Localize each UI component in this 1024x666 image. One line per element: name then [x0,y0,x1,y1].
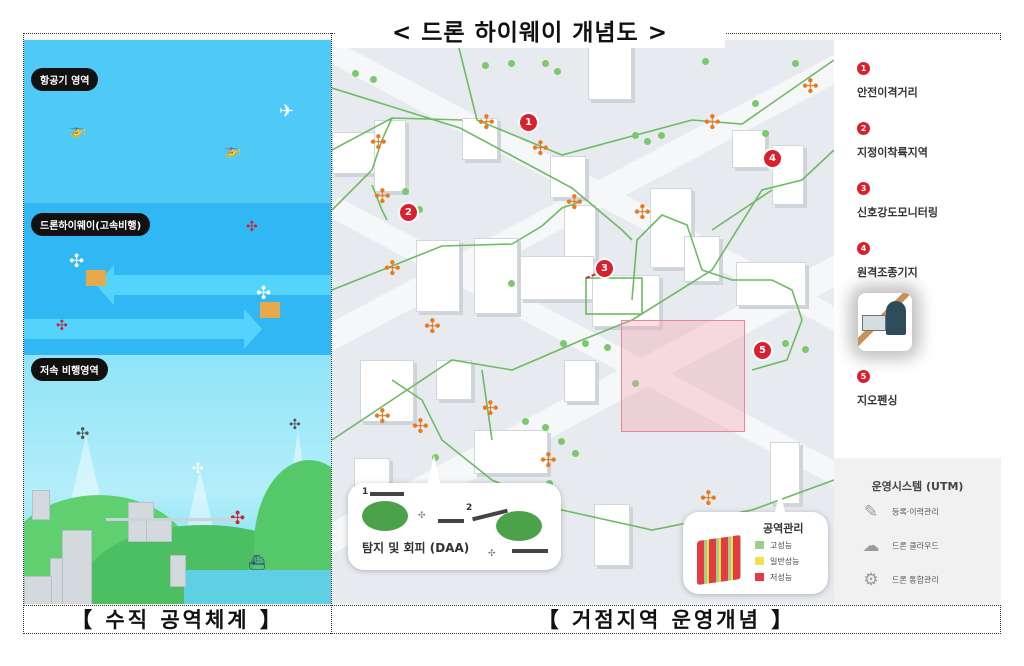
building [474,430,548,474]
drone-icon: ✣ [418,511,426,521]
arrow-icon [370,492,404,496]
legend-normal-performance: 일반성능 [755,556,799,567]
building [474,238,518,314]
building [374,120,406,192]
utm-system-panel: 운영시스템 (UTM) ✎등록·이력관리 ☁드론 클라우드 ⚙드론 통합관리 [834,458,1001,604]
building [32,490,50,520]
drone-icon: ✣ [246,219,258,235]
bridge [106,518,236,521]
building [594,504,630,566]
boat-icon: ⛴ [248,555,266,571]
utm-row-integrated: ⚙드론 통합관리 [858,570,938,590]
drone-icon: ✣ [704,110,721,134]
marker-2: 2 [398,202,419,223]
drone-icon: ✣ [478,110,495,134]
drone-icon: ✣ [370,130,387,154]
zone-label-low-speed: 저속 비행영역 [31,358,108,381]
panel-divider [331,33,332,634]
drone-icon: ✣ [482,396,499,420]
arrow-label-1: 1 [362,487,369,497]
drone-icon: ✣ [532,136,549,160]
drone-icon: ✣ [374,184,391,208]
building [62,530,92,604]
marker-3: 3 [594,258,615,279]
westbound-lane-arrow [96,265,331,305]
drone-icon: ✣ [192,461,204,477]
drone-icon: ✣ [289,417,301,433]
drone-icon: ✣ [76,424,90,443]
diagram-title: < 드론 하이웨이 개념도 > [335,18,725,48]
sensor-beam [70,435,102,505]
left-caption: 【 수직 공역체계 】 [71,608,284,632]
drone-icon: ✣ [424,314,441,338]
legend-high-performance: 고성능 [755,540,792,551]
drone-cloud-icon: ☁ [862,536,880,556]
drone-icon: ✣ [634,200,651,224]
daa-callout: 1 ✣ 2 ✣ 탐지 및 회피 (DAA) [348,455,561,570]
building [732,130,766,168]
building [588,40,632,100]
helicopter-icon: 🚁 [69,123,87,139]
callout-pointer [775,490,785,512]
drone-icon: ✣ [488,549,496,559]
remote-pilot-illustration [858,293,912,351]
building [564,360,596,402]
utm-row-cloud: ☁드론 클라우드 [858,536,939,556]
drone-zone-oval [496,511,542,541]
arrow-icon [438,519,464,523]
building [170,555,186,587]
drone-icon: ✣ [374,404,391,428]
drone-icon: ✣ [230,508,246,529]
airplane-icon: ✈ [279,101,295,122]
geofence-zone [621,320,745,432]
marker-4: 4 [762,148,783,169]
drone-icon: ✣ [56,318,68,334]
drone-icon: ✣ [412,414,429,438]
helicopter-icon: 🚁 [224,143,242,159]
right-caption: 【 거점지역 운영개념 】 [537,608,796,632]
zone-label-highway: 드론하이웨이(고속비행) [31,213,151,236]
building [146,518,172,542]
airspace-cube-icon [697,534,741,586]
building [24,576,52,604]
drone-icon: ✣ [802,74,819,98]
delivery-drone-icon: ✣ [256,283,272,304]
delivery-drone-icon: ✣ [69,251,85,272]
airspace-title: 공역관리 [763,522,804,535]
legend-low-performance: 저성능 [755,572,792,583]
drone-icon: ✣ [384,256,401,280]
eastbound-lane-arrow [24,309,262,349]
drone-icon: ✣ [700,486,717,510]
marker-1: 1 [518,112,539,133]
gear-icon: ⚙ [863,570,879,590]
landing-pad-building [592,275,660,327]
airspace-management-callout: 공역관리 고성능 일반성능 저성능 [683,490,828,594]
zone-label-aircraft: 항공기 영역 [31,68,99,91]
drone-icon: ✣ [566,190,583,214]
parcel-icon [86,270,106,286]
drone-zone-oval [362,501,408,531]
arrow-icon [512,549,548,553]
utm-title: 운영시스템 (UTM) [871,480,964,493]
callout-pointer [428,455,440,483]
water [184,570,331,604]
marker-5: 5 [752,340,773,361]
drone-icon: ✣ [540,448,557,472]
utm-row-registration: ✎등록·이력관리 [858,502,939,522]
document-edit-icon: ✎ [863,502,879,522]
aircraft-zone [24,40,331,203]
arrow-label-2: 2 [466,503,473,513]
vertical-airspace-panel: 항공기 영역 드론하이웨이(고속비행) 저속 비행영역 ✈ 🚁 🚁 ✣ ✣ ✣ … [24,40,331,604]
daa-label: 탐지 및 회피 (DAA) [362,541,470,555]
caption-divider [23,605,1001,606]
parcel-icon [260,302,280,318]
building [416,240,460,312]
